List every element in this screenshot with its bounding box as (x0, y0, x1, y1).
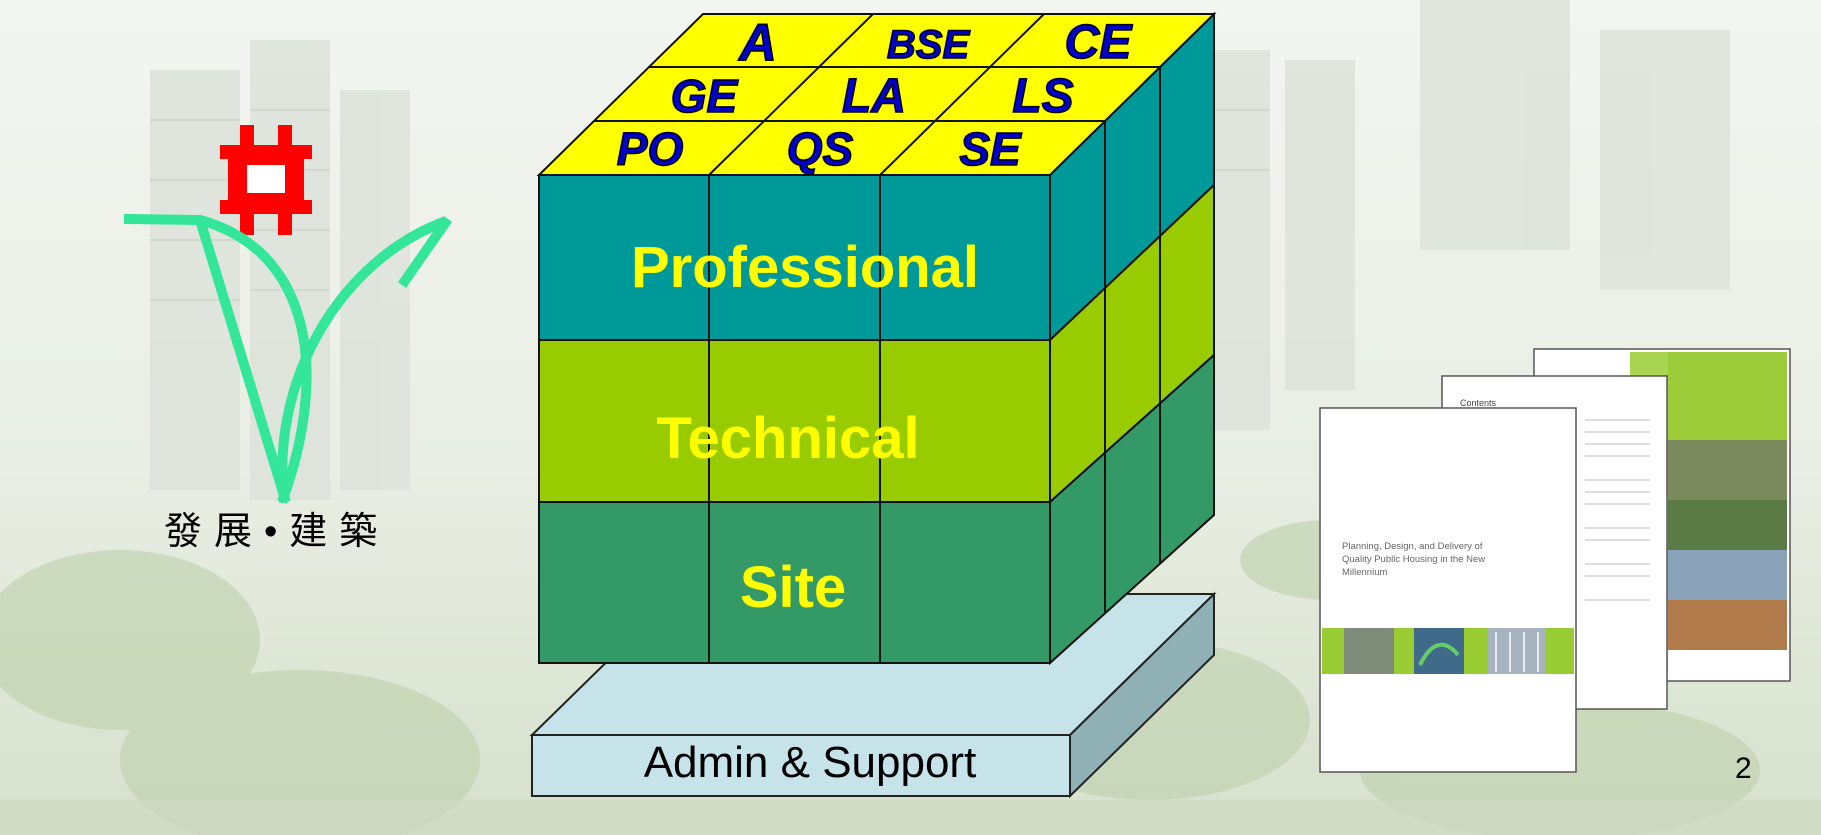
discipline-label-bse: BSE (887, 23, 971, 67)
contents-heading: Contents (1460, 398, 1497, 408)
housing-department-logo: 發展•建築 (123, 125, 453, 553)
page-number: 2 (1735, 752, 1752, 785)
discipline-label-se: SE (959, 123, 1022, 175)
cube-right-side (1049, 11, 1215, 666)
layer-label-professional: Professional (631, 235, 979, 300)
cube-front-side (538, 174, 1051, 664)
front-face-professional (538, 174, 1051, 341)
discipline-label-ce: CE (1065, 16, 1134, 69)
discipline-label-la: LA (842, 70, 906, 123)
booklet-front-cover: Planning, Design, and Delivery of Qualit… (1319, 407, 1577, 773)
booklet-title: Planning, Design, and Delivery of Qualit… (1342, 541, 1486, 578)
discipline-label-ge: GE (671, 70, 739, 122)
organisation-cube (536, 11, 1217, 666)
report-booklets: Contents Planning, Design, and Delivery … (1319, 348, 1791, 773)
layer-label-site: Site (740, 555, 846, 620)
green-leaf-icon (123, 214, 453, 504)
red-emblem-icon (220, 125, 312, 235)
front-face-technical (538, 339, 1051, 503)
front-face-site (538, 501, 1051, 664)
discipline-label-architect: A (737, 14, 777, 72)
discipline-label-ls: LS (1012, 70, 1073, 123)
discipline-label-po: PO (617, 123, 684, 175)
layer-label-technical: Technical (656, 406, 919, 471)
base-label: Admin & Support (644, 738, 977, 787)
discipline-grid: A BSE CE GE LA LS PO QS SE (616, 13, 1134, 176)
logo-chinese-text: 發展•建築 (164, 511, 389, 553)
discipline-label-qs: QS (787, 123, 854, 175)
layer-labels: Professional Technical Site (631, 235, 979, 620)
base-front-face (531, 734, 1071, 797)
